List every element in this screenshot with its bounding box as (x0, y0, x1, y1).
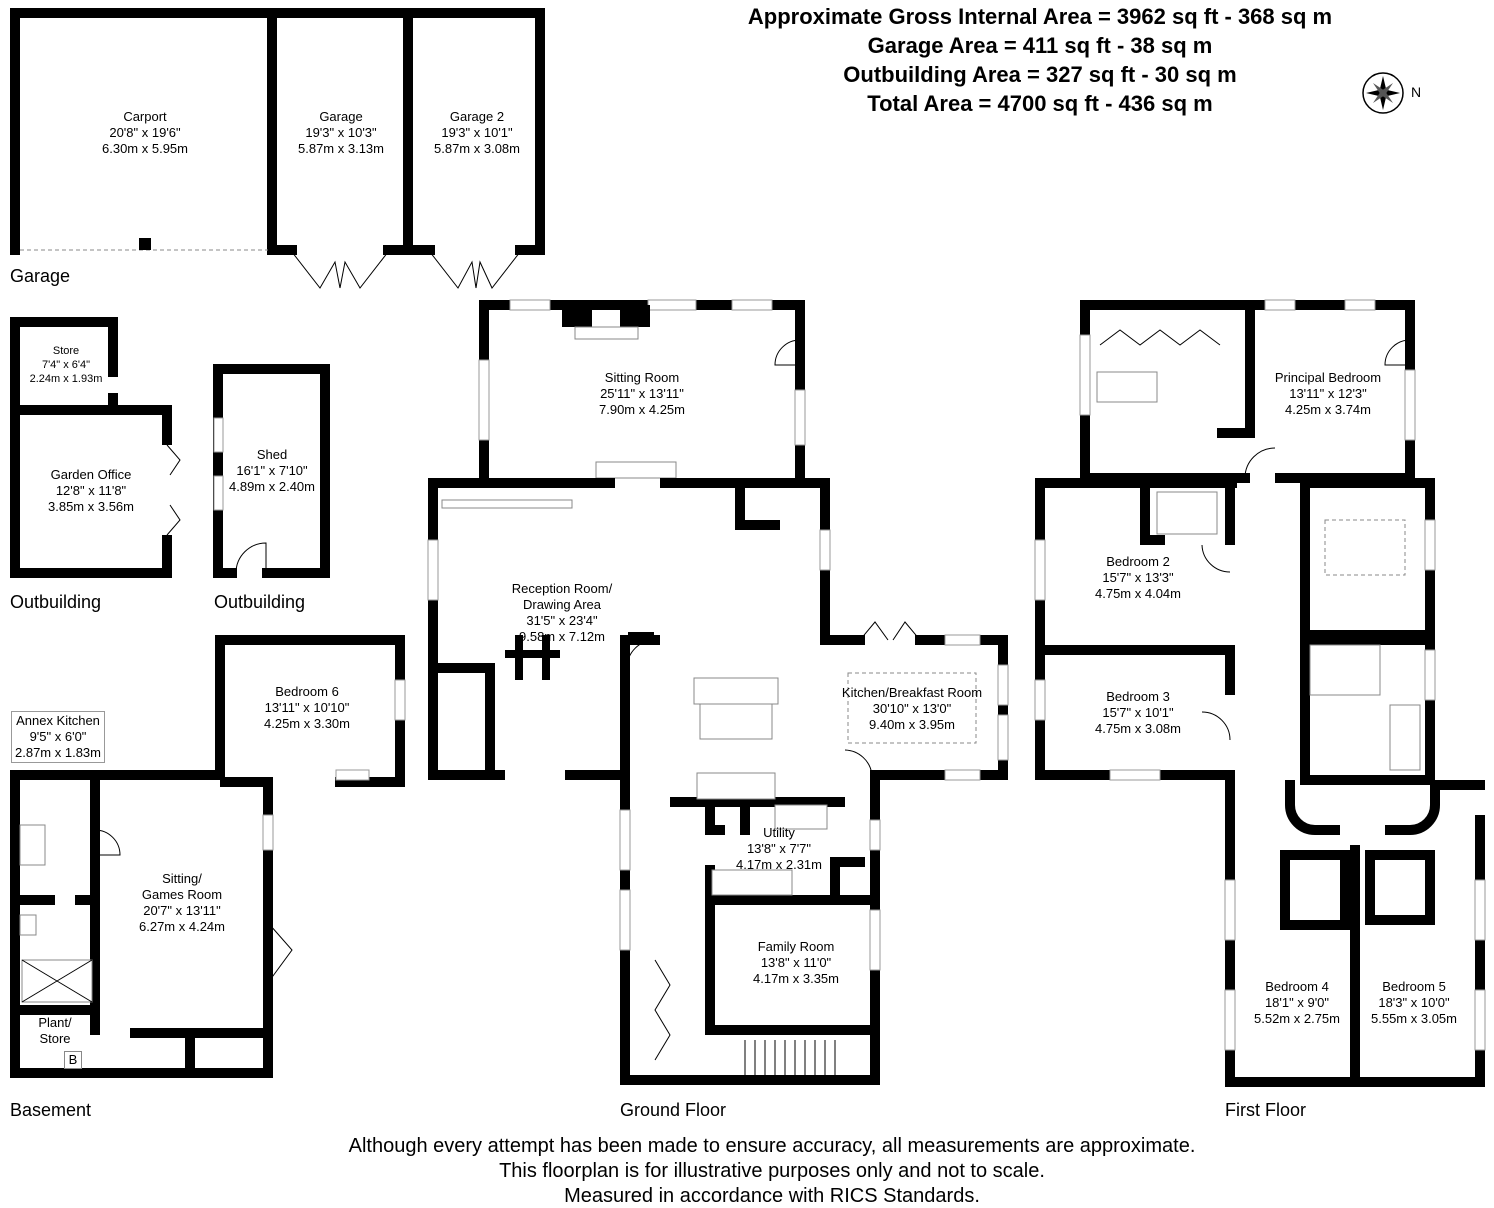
disclaimer-rics: Measured in accordance with RICS Standar… (564, 1185, 980, 1207)
sitting-room-walls (478, 299, 806, 480)
ground-floor-walls (427, 478, 1009, 1085)
floor-label-garage: Garage (10, 266, 71, 286)
room-plant-store: Plant/Store (38, 1015, 72, 1046)
first-floor-walls (1034, 299, 1486, 1087)
garage-area: Garage Area = 411 sq ft - 38 sq m (867, 33, 1213, 58)
basement-walls (10, 635, 406, 1078)
disclaimer-illustrative: This floorplan is for illustrative purpo… (499, 1160, 1045, 1182)
outbuilding-office-walls (10, 317, 181, 578)
gross-internal-area: Approximate Gross Internal Area = 3962 s… (747, 4, 1333, 29)
floor-label-outbuilding: Outbuilding (214, 592, 306, 612)
compass-north-label: N (1411, 84, 1422, 100)
disclaimer-accuracy: Although every attempt has been made to … (348, 1135, 1196, 1157)
floor-label-first: First Floor (1225, 1100, 1306, 1120)
boiler-marker: B (64, 1051, 82, 1069)
floor-label-outbuilding: Outbuilding (10, 592, 102, 612)
garage-walls (10, 8, 545, 289)
compass-icon (1362, 72, 1404, 114)
total-area: Total Area = 4700 sq ft - 436 sq m (867, 91, 1213, 116)
outbuilding-area: Outbuilding Area = 327 sq ft - 30 sq m (843, 62, 1237, 87)
floor-label-ground: Ground Floor (620, 1100, 727, 1120)
floor-label-basement: Basement (10, 1100, 92, 1120)
shed-walls (213, 364, 330, 578)
